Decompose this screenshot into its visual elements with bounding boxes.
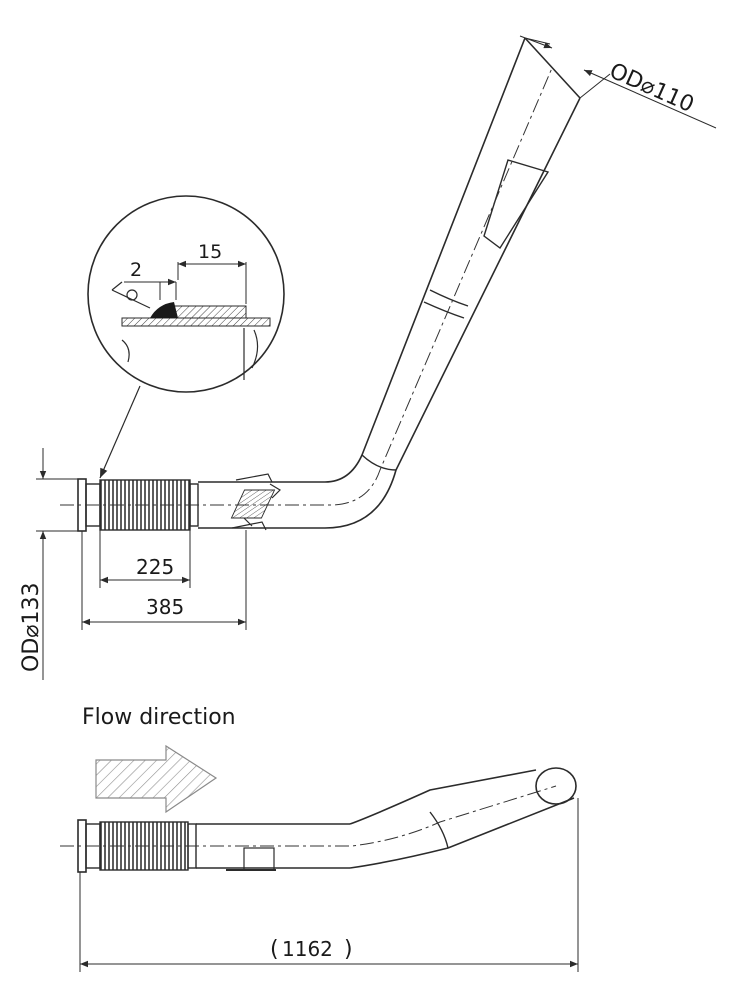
straight-pipe [198,473,325,531]
top-view: 2 15 OD⌀133 225 385 [19,35,717,680]
od-outlet-label: OD⌀110 [606,59,698,118]
overall-length-close-paren: ) [344,937,353,962]
flex-length-dim: 225 [99,530,191,588]
od-inlet-label: OD⌀133 [19,583,44,673]
od-inlet-dim: OD⌀133 [19,448,78,680]
side-view: ( 1162 ) [60,767,579,972]
bent-pipe [60,37,581,529]
flow-arrow [95,744,218,814]
overall-length-open-paren: ( [270,937,279,962]
detail-leader [99,385,141,479]
overall-length-label: 1162 [282,937,333,961]
flow-direction-label: Flow direction [82,705,236,730]
weld-detail: 2 15 [87,195,285,393]
detail-overlap-dim: 15 [198,241,222,263]
detail-weld-dim: 2 [130,259,142,281]
flange-length-dim: 385 [81,530,247,630]
flex-length-label: 225 [136,555,174,579]
od-outlet-dim: OD⌀110 [519,35,717,129]
flange-length-label: 385 [146,595,184,619]
